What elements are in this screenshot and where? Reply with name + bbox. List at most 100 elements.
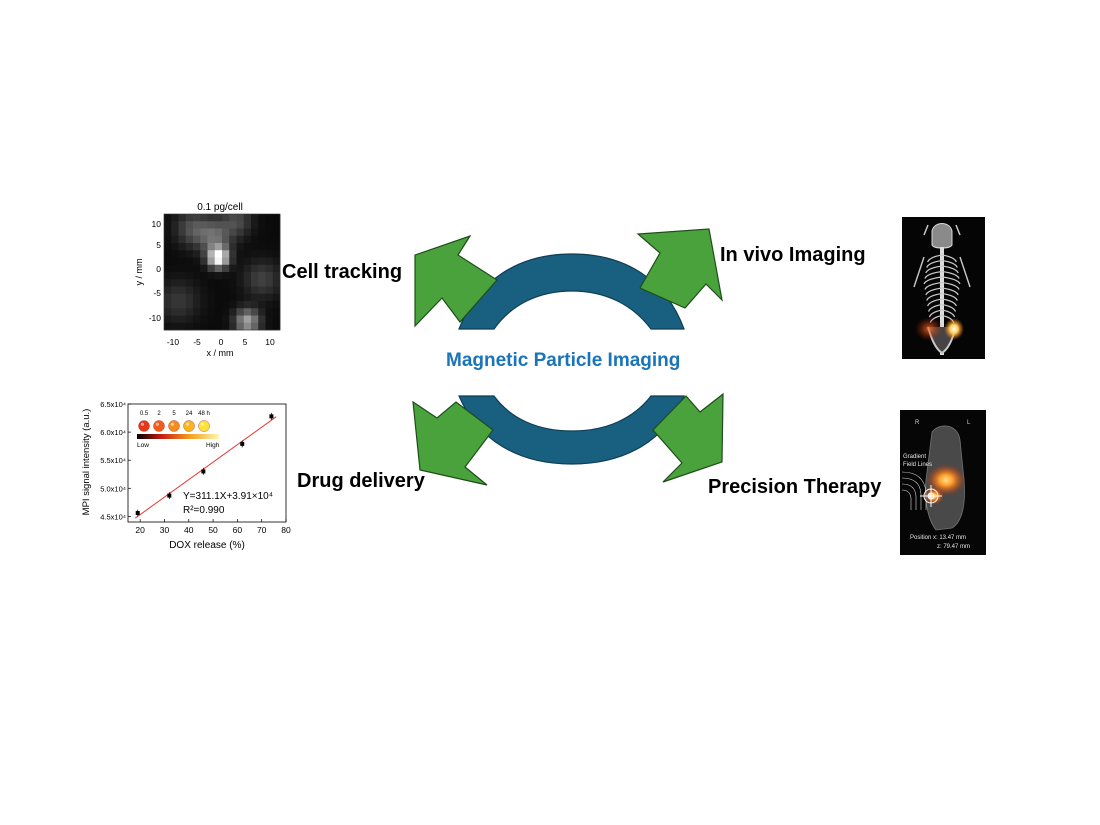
heatmap-cell [258, 221, 266, 229]
heatmap-cell [171, 308, 179, 316]
heatmap-cell [178, 301, 187, 309]
mouse-ct-image [902, 217, 985, 359]
heatmap-cell [229, 235, 237, 244]
heatmap-cell [200, 264, 208, 273]
heatmap-cell [243, 272, 252, 280]
heatmap-cell [265, 279, 274, 287]
heatmap-cell [272, 293, 281, 302]
heatmap-cell [185, 228, 194, 237]
heatmap-cell [178, 235, 187, 244]
heatmap-cell [171, 250, 179, 258]
heatmap-cell [236, 315, 245, 324]
heatmap-cell [164, 279, 172, 287]
heatmap-cell [258, 250, 266, 258]
pt-position-1: Position x: 13.47 mm [910, 535, 966, 541]
heatmap-cell [178, 243, 187, 251]
heatmap-cell [236, 293, 245, 302]
heatmap-cell [251, 293, 259, 302]
dox-inset-sphere [138, 420, 150, 432]
precision-therapy-image: R L Gradient Field Lines Position x: 13.… [900, 410, 986, 555]
heatmap-cell [178, 257, 187, 266]
ct-rib [924, 281, 943, 290]
heatmap-cell [171, 279, 179, 287]
heatmap-cell [222, 228, 230, 237]
heatmap-cell [251, 214, 259, 222]
dox-inset-low: Low [137, 442, 149, 449]
heatmap-cell [222, 250, 230, 258]
dox-inset-highlight [170, 422, 174, 426]
heatmap-cell [178, 214, 187, 222]
heatmap-cell [207, 315, 216, 324]
heatmap-cell [222, 293, 230, 302]
heatmap-cell [222, 322, 230, 331]
arrow-upper-left [414, 234, 498, 328]
heatmap-cell [272, 322, 281, 331]
label-drug-delivery: Drug delivery [297, 470, 425, 492]
dox-y-tick-label: 6.5x10⁴ [100, 400, 126, 409]
heatmap-cell [251, 243, 259, 251]
heatmap-cell [265, 228, 274, 237]
center-title: Magnetic Particle Imaging [446, 350, 681, 371]
label-cell-tracking: Cell tracking [282, 261, 403, 283]
heatmap-cell [236, 264, 245, 273]
pt-field-label: Field Lines [903, 462, 932, 468]
heatmap-cell [164, 272, 172, 280]
heatmap-cell [251, 250, 259, 258]
dox-inset-highlight [200, 422, 204, 426]
heatmap-cell [251, 279, 259, 287]
cell-y-tick: -10 [149, 313, 162, 323]
heatmap-cell [251, 315, 259, 324]
heatmap-cell [236, 221, 245, 229]
heatmap-cell [222, 221, 230, 229]
heatmap-cell [229, 257, 237, 266]
cell-y-tick: 0 [156, 264, 161, 274]
heatmap-cell [243, 308, 252, 316]
heatmap-cell [251, 221, 259, 229]
heatmap-cell [258, 315, 266, 324]
heatmap-cell [193, 243, 201, 251]
heatmap-cell [265, 308, 274, 316]
heatmap-cell [200, 279, 208, 287]
heatmap-cell [207, 250, 216, 258]
heatmap-cell [243, 322, 252, 331]
heatmap-cell [258, 235, 266, 244]
heatmap-cell [258, 243, 266, 251]
heatmap-cell [236, 279, 245, 287]
heatmap-cell [222, 315, 230, 324]
ct-rib [941, 259, 958, 268]
heatmap-cell [243, 228, 252, 237]
heatmap-cell [258, 308, 266, 316]
heatmap-cell [243, 279, 252, 287]
heatmap-cell [207, 221, 216, 229]
heatmap-cell [193, 308, 201, 316]
heatmap-cell [243, 235, 252, 244]
upper-ring-arc [458, 253, 685, 330]
heatmap-cell [200, 257, 208, 266]
heatmap-cell [222, 272, 230, 280]
heatmap-cell [243, 286, 252, 295]
heatmap-cell [236, 228, 245, 237]
heatmap-cell [272, 257, 281, 266]
ct-rib [927, 303, 943, 312]
heatmap-cell [164, 264, 172, 273]
heatmap-cell [178, 308, 187, 316]
heatmap-cell [229, 272, 237, 280]
dox-inset-highlight [140, 422, 144, 426]
dox-data-point [240, 441, 245, 446]
dox-x-tick-label: 40 [184, 525, 194, 535]
dox-x-tick-label: 20 [135, 525, 145, 535]
heatmap-cell [207, 286, 216, 295]
heatmap-cell [200, 293, 208, 302]
heatmap-cell [222, 243, 230, 251]
heatmap-cell [178, 279, 187, 287]
heatmap-cell [272, 308, 281, 316]
heatmap-cell [243, 301, 252, 309]
label-precision-therapy: Precision Therapy [708, 476, 882, 498]
heatmap-cell [214, 214, 223, 222]
dox-inset-high: High [206, 442, 220, 449]
heatmap-cell [236, 235, 245, 244]
heatmap-cell [185, 315, 194, 324]
ct-rib [928, 309, 943, 318]
pt-gradient-label: Gradient [903, 454, 926, 460]
